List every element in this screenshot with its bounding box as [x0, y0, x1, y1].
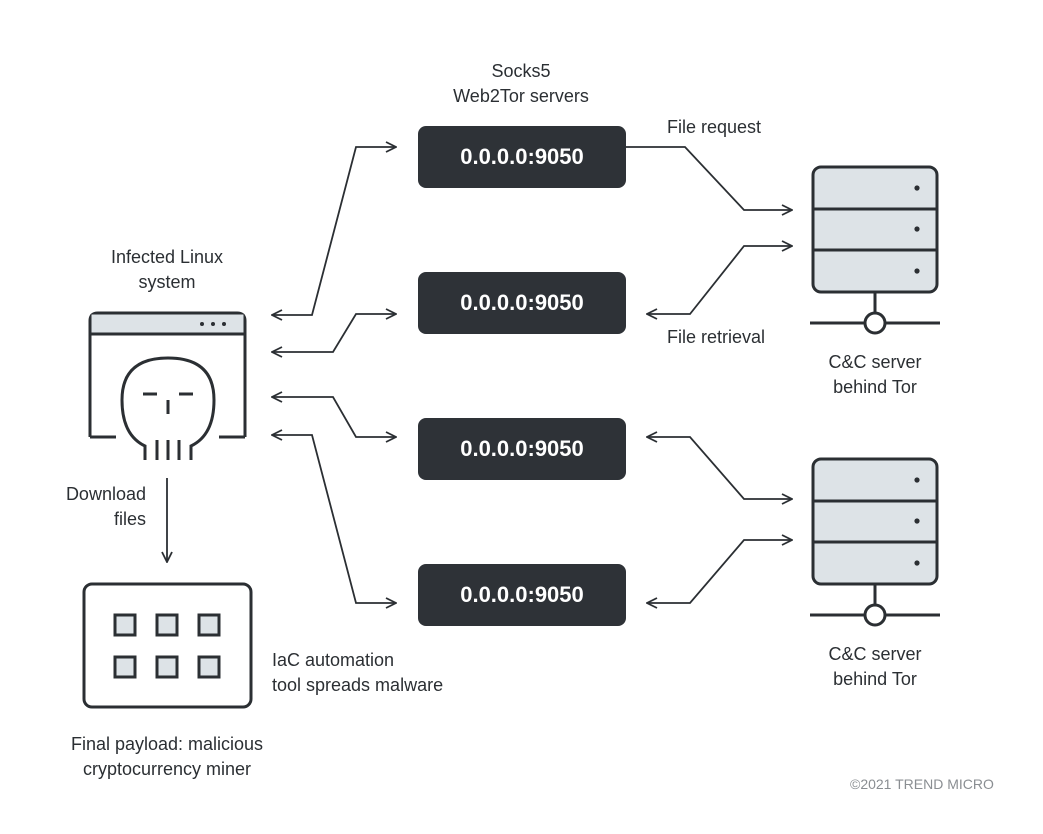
- cc-server-1-label-line1: C&C server: [828, 352, 922, 372]
- arrow-infected-tor-1: [272, 147, 396, 315]
- infected-system-icon: [88, 311, 247, 460]
- file-request-label: File request: [667, 117, 762, 137]
- cc-server-2-label-line1: C&C server: [828, 644, 922, 664]
- copyright-notice: ©2021 TREND MICRO: [850, 776, 994, 792]
- iac-label-line1: IaC automation: [272, 650, 395, 670]
- cc-server-2-label-line2: behind Tor: [833, 669, 917, 689]
- tor-server-2: 0.0.0.0:9050: [418, 272, 626, 334]
- arrow-infected-tor-3: [272, 397, 396, 437]
- cc-server-2-icon: [810, 457, 940, 627]
- arrow-file-request: [626, 146, 792, 210]
- tor-servers-title: Socks5 Web2Tor servers: [453, 59, 589, 109]
- cc-server-1-label-line2: behind Tor: [833, 377, 917, 397]
- tor-server-1: 0.0.0.0:9050: [418, 126, 626, 188]
- infected-system-label: Infected Linux system: [111, 245, 223, 295]
- payload-window-icon: [82, 582, 253, 709]
- tor-server-3: 0.0.0.0:9050: [418, 418, 626, 480]
- payload-label-line1: Final payload: malicious: [70, 734, 264, 754]
- payload-label: Final payload: malicious cryptocurrency …: [71, 732, 263, 782]
- download-label-line1: Download: [65, 484, 146, 504]
- tor-servers-title-line1: Socks5: [491, 61, 551, 81]
- cc-server-2-label: C&C server behind Tor: [828, 642, 921, 692]
- cc-server-1-icon: [810, 165, 940, 335]
- download-label-line2: files: [113, 509, 146, 529]
- arrow-file-retrieval: [647, 246, 792, 314]
- infected-system-label-line1: Infected Linux: [110, 247, 224, 267]
- tor-servers-title-line2: Web2Tor servers: [453, 86, 589, 106]
- iac-label: IaC automation tool spreads malware: [272, 648, 443, 698]
- arrow-tor4-cc2: [647, 540, 792, 603]
- download-label: Download files: [40, 482, 146, 532]
- arrow-infected-tor-4: [272, 435, 396, 603]
- iac-label-line2: tool spreads malware: [272, 675, 444, 695]
- infected-system-label-line2: system: [138, 272, 196, 292]
- file-retrieval-label: File retrieval: [667, 327, 766, 347]
- arrow-tor3-cc2: [647, 437, 792, 499]
- tor-server-4: 0.0.0.0:9050: [418, 564, 626, 626]
- cc-server-1-label: C&C server behind Tor: [828, 350, 921, 400]
- payload-label-line2: cryptocurrency miner: [82, 759, 252, 779]
- arrow-infected-tor-2: [272, 314, 396, 352]
